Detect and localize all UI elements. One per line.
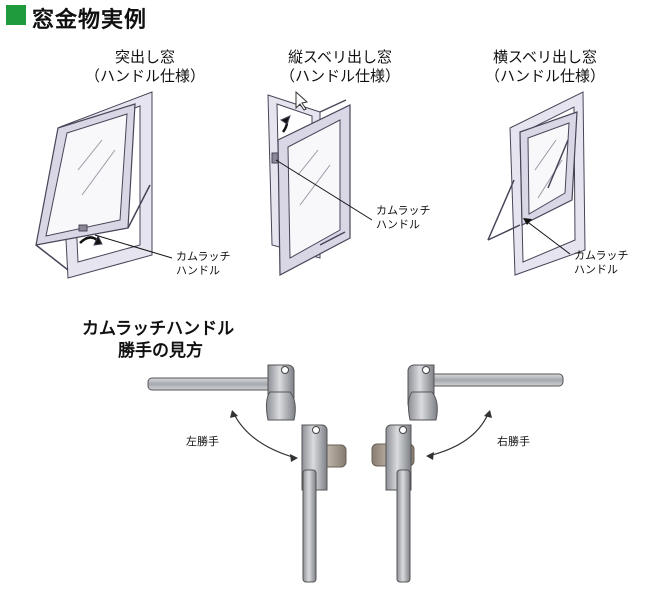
window-title-horizontal-slide-line1: 横スベリ出し窓 <box>493 48 597 66</box>
right-handle-upper <box>407 364 564 421</box>
left-arrow-head-top <box>230 410 238 418</box>
vertical-slide-window-drawing <box>267 90 351 276</box>
callout-line-horizontal-slide <box>524 219 571 255</box>
right-arrow-head-bottom <box>426 452 434 460</box>
left-arrow-head-bottom <box>290 454 298 462</box>
window-title-vertical-slide: 縦スベリ出し窓 （ハンドル仕様） <box>255 48 425 86</box>
cam-latch-title-line2: 勝手の見方 <box>118 341 203 361</box>
window-title-vertical-slide-line2: （ハンドル仕様） <box>279 67 400 85</box>
callout-projected-line1: カムラッチ <box>176 250 231 263</box>
callout-projected-line2: ハンドル <box>176 264 220 277</box>
left-handle-lower <box>301 424 347 583</box>
window-title-projected-line2: （ハンドル仕様） <box>84 67 205 85</box>
callout-vertical-slide-line1: カムラッチ <box>376 204 431 217</box>
window-title-horizontal-slide-line2: （ハンドル仕様） <box>484 67 605 85</box>
left-handle-upper <box>147 364 296 421</box>
projected-window-drawing <box>35 91 153 279</box>
callout-arrowhead <box>523 218 532 225</box>
callout-horizontal-slide-line2: ハンドル <box>574 263 618 276</box>
right-handle-lower <box>371 424 415 583</box>
callout-line-projected <box>94 234 173 259</box>
window-title-horizontal-slide: 横スベリ出し窓 （ハンドル仕様） <box>460 48 630 86</box>
callout-vertical-slide: カムラッチ ハンドル <box>376 204 430 232</box>
window-title-projected-line1: 突出し窓 <box>114 48 175 66</box>
right-hand-label: 右勝手 <box>497 435 530 448</box>
left-rotation-arrow <box>233 413 297 459</box>
window-title-vertical-slide-line1: 縦スベリ出し窓 <box>288 48 392 66</box>
cam-latch-section-title: カムラッチハンドル 勝手の見方 <box>82 318 234 362</box>
callout-horizontal-slide: カムラッチ ハンドル <box>574 249 628 277</box>
callout-vertical-slide-line2: ハンドル <box>376 218 420 231</box>
left-hand-label: 左勝手 <box>186 435 219 448</box>
horizontal-slide-window-drawing <box>487 91 586 276</box>
callout-projected: カムラッチ ハンドル <box>176 250 230 278</box>
right-arrow-head-top <box>484 410 492 418</box>
page-title: 窓金物実例 <box>32 8 148 33</box>
title-accent-square <box>6 5 26 25</box>
right-rotation-arrow <box>427 413 489 457</box>
callout-line-vertical-slide <box>275 159 373 221</box>
callout-horizontal-slide-line1: カムラッチ <box>574 249 629 262</box>
window-title-projected: 突出し窓 （ハンドル仕様） <box>60 48 230 86</box>
cam-latch-title-line1: カムラッチハンドル <box>82 319 235 339</box>
